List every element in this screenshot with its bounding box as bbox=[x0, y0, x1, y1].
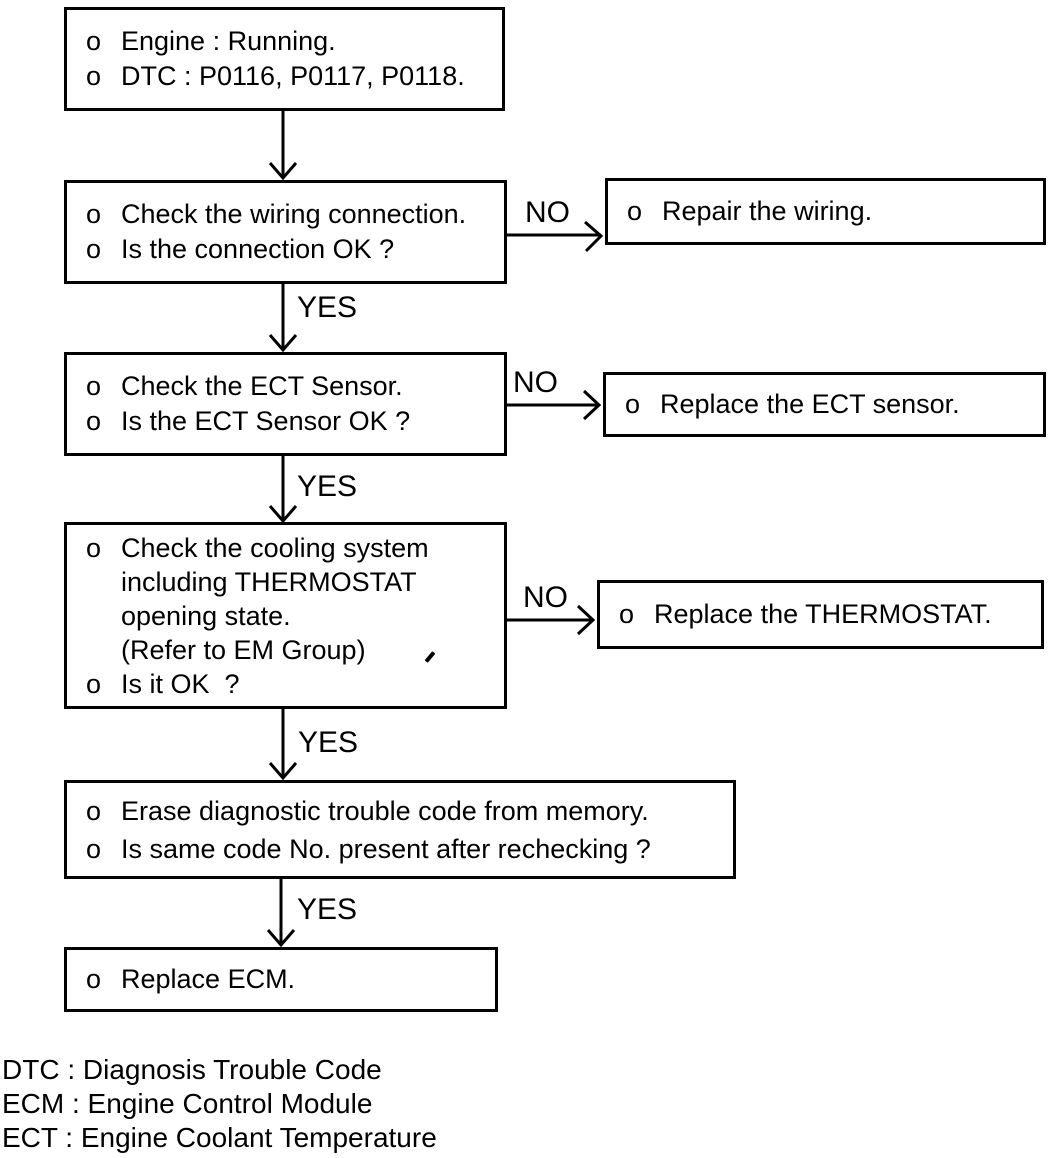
box-line-text: Is it OK ? bbox=[121, 668, 240, 699]
box-line-text: Check the cooling system bbox=[121, 532, 429, 563]
bullet-marker: o bbox=[619, 599, 635, 629]
box-line: o DTC : P0116, P0117, P0118. bbox=[86, 59, 502, 94]
abbreviation-legend: DTC : Diagnosis Trouble Code ECM : Engin… bbox=[2, 1053, 437, 1155]
label-yes-1: YES bbox=[297, 291, 358, 324]
flow-box-check-ect: o Check the ECT Sensor. o Is the ECT Sen… bbox=[64, 352, 507, 456]
arrow-yes-to-check-ect bbox=[268, 284, 298, 353]
bullet-marker: o bbox=[86, 406, 102, 436]
label-yes-2: YES bbox=[297, 470, 358, 503]
box-line: o Check the wiring connection. bbox=[86, 197, 504, 232]
arrow-yes-to-replace-ecm bbox=[266, 879, 296, 948]
box-line: o Is same code No. present after recheck… bbox=[86, 830, 733, 868]
flow-box-replace-ecm: o Replace ECM. bbox=[64, 947, 498, 1012]
bullet-marker: o bbox=[86, 833, 102, 864]
box-line: o Check the cooling system bbox=[86, 531, 504, 565]
arrow-start-to-check-wiring bbox=[268, 111, 298, 181]
box-line-text: including THERMOSTAT bbox=[121, 566, 417, 597]
bullet-marker: o bbox=[86, 964, 102, 994]
arrow-no-to-replace-ect bbox=[507, 389, 602, 421]
box-line: opening state. bbox=[86, 599, 504, 633]
flow-box-repair-wiring: o Repair the wiring. bbox=[605, 178, 1046, 245]
bullet-marker: o bbox=[86, 234, 102, 264]
box-line-text: Replace the ECT sensor. bbox=[660, 389, 960, 419]
box-line-text: Check the wiring connection. bbox=[121, 199, 467, 229]
box-line-text: (Refer to EM Group) bbox=[121, 634, 366, 665]
bullet-marker: o bbox=[86, 199, 102, 229]
label-no-3: NO bbox=[523, 581, 568, 614]
legend-line-dtc: DTC : Diagnosis Trouble Code bbox=[2, 1054, 382, 1085]
flow-box-erase-dtc: o Erase diagnostic trouble code from mem… bbox=[64, 780, 736, 879]
legend-line-ect: ECT : Engine Coolant Temperature bbox=[2, 1122, 437, 1153]
box-line: (Refer to EM Group) bbox=[86, 633, 504, 667]
box-line-text: Engine : Running. bbox=[121, 26, 336, 56]
box-line: o Is the connection OK ? bbox=[86, 232, 504, 267]
bullet-marker: o bbox=[86, 61, 102, 91]
box-line: o Replace the THERMOSTAT. bbox=[619, 597, 1041, 632]
box-line: o Is the ECT Sensor OK ? bbox=[86, 404, 504, 439]
label-no-1: NO bbox=[525, 196, 570, 229]
label-yes-4: YES bbox=[297, 893, 358, 926]
bullet-marker: o bbox=[625, 389, 641, 419]
box-line-text: Replace ECM. bbox=[121, 964, 296, 994]
box-line: o Erase diagnostic trouble code from mem… bbox=[86, 792, 733, 830]
flow-box-check-cooling: o Check the cooling system including THE… bbox=[64, 522, 507, 709]
label-yes-3: YES bbox=[298, 726, 359, 759]
bullet-marker: o bbox=[627, 196, 643, 226]
arrow-yes-to-check-cooling bbox=[268, 456, 298, 524]
flow-box-replace-ect: o Replace the ECT sensor. bbox=[603, 372, 1046, 437]
bullet-marker: o bbox=[86, 26, 102, 56]
box-line: o Is it OK ? bbox=[86, 667, 504, 701]
label-no-2: NO bbox=[513, 366, 558, 399]
box-line: o Replace the ECT sensor. bbox=[625, 387, 1043, 422]
box-line: o Repair the wiring. bbox=[627, 194, 1043, 229]
bullet-marker: o bbox=[86, 532, 102, 563]
box-line: including THERMOSTAT bbox=[86, 565, 504, 599]
bullet-marker: o bbox=[86, 371, 102, 401]
box-line-text: Check the ECT Sensor. bbox=[121, 371, 403, 401]
box-line-text: Replace the THERMOSTAT. bbox=[654, 599, 992, 629]
arrow-yes-to-erase-dtc bbox=[268, 709, 298, 781]
bullet-marker: o bbox=[86, 795, 102, 826]
box-line: o Check the ECT Sensor. bbox=[86, 369, 504, 404]
box-line-text: Repair the wiring. bbox=[662, 196, 873, 226]
bullet-marker: o bbox=[86, 668, 102, 699]
box-line: o Engine : Running. bbox=[86, 24, 502, 59]
box-line-text: Is same code No. present after recheckin… bbox=[121, 833, 651, 864]
box-line: o Replace ECM. bbox=[86, 962, 495, 997]
legend-line-ecm: ECM : Engine Control Module bbox=[2, 1088, 373, 1119]
box-line-text: Erase diagnostic trouble code from memor… bbox=[121, 795, 649, 826]
box-line-text: Is the connection OK ? bbox=[121, 234, 395, 264]
box-line-text: Is the ECT Sensor OK ? bbox=[121, 406, 411, 436]
box-line-text: DTC : P0116, P0117, P0118. bbox=[121, 61, 465, 91]
arrow-no-to-replace-thermostat bbox=[507, 604, 596, 636]
flow-box-replace-thermostat: o Replace the THERMOSTAT. bbox=[597, 580, 1044, 649]
arrow-no-to-repair-wiring bbox=[507, 220, 604, 253]
flow-box-check-wiring: o Check the wiring connection. o Is the … bbox=[64, 180, 507, 284]
box-line-text: opening state. bbox=[121, 600, 291, 631]
flow-box-start: o Engine : Running. o DTC : P0116, P0117… bbox=[64, 7, 505, 111]
